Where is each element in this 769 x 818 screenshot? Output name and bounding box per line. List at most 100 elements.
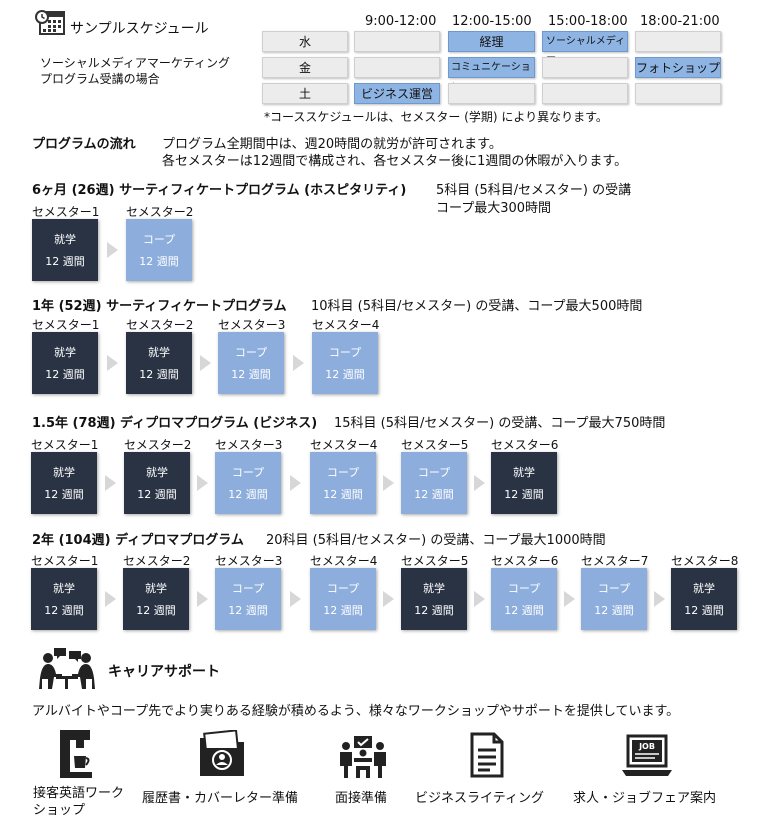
semester-type: コープ <box>231 582 265 595</box>
day-cell-wed: 水 <box>262 31 348 52</box>
career-item-label: 面接準備 <box>335 791 388 806</box>
time-header-2: 12:00-15:00 <box>452 14 532 29</box>
semester-coop-box: コープ 12 週間 <box>312 332 378 394</box>
career-support-icon <box>36 648 98 690</box>
semester-type: コープ <box>234 346 268 359</box>
semester-arrow-icon <box>383 591 394 607</box>
interview-icon <box>340 736 386 778</box>
semester-arrow-icon <box>197 475 208 491</box>
semester-label: セメスター2 <box>126 205 194 219</box>
semester-type: コープ <box>328 346 362 359</box>
semester-arrow-icon <box>290 475 301 491</box>
semester-type: コープ <box>231 466 265 479</box>
schedule-cell <box>635 83 721 104</box>
semester-arrow-icon <box>292 355 304 371</box>
semester-arrow-icon <box>196 591 208 607</box>
semester-label: セメスター3 <box>215 554 283 568</box>
day-cell-sat: 土 <box>262 83 348 104</box>
day-cell-fri: 金 <box>262 57 348 78</box>
semester-arrow-icon <box>106 355 118 371</box>
job-screen-text: JOB <box>638 742 655 751</box>
semester-label: セメスター2 <box>124 438 192 452</box>
program-desc: 10科目 (5科目/セメスター) の受講、コープ最大500時間 <box>311 299 643 314</box>
calendar-clock-icon <box>34 8 66 36</box>
semester-label: セメスター1 <box>32 205 100 219</box>
semester-label: セメスター3 <box>218 318 286 332</box>
semester-label: セメスター3 <box>215 438 283 452</box>
semester-label: セメスター2 <box>123 554 191 568</box>
schedule-cell <box>354 57 440 78</box>
semester-coop-box: コープ 12 週間 <box>218 332 284 394</box>
career-description: アルバイトやコープ先でより実りある経験が積めるよう、様々なワークショップやサポー… <box>32 704 680 719</box>
flow-line1: プログラム全期間中は、週20時間の就労が許可されます。 <box>162 137 502 152</box>
semester-weeks: 12 週間 <box>136 604 176 617</box>
semester-weeks: 12 週間 <box>44 604 84 617</box>
career-item-label: 履歴書・カバーレター準備 <box>142 791 299 806</box>
semester-weeks: 12 週間 <box>323 604 363 617</box>
semester-type: コープ <box>142 233 176 246</box>
semester-weeks: 12 週間 <box>504 488 544 501</box>
schedule-subtitle-line2: プログラム受講の場合 <box>40 72 160 86</box>
semester-weeks: 12 週間 <box>594 604 634 617</box>
semester-study-box: 就学 12 週間 <box>32 332 98 394</box>
semester-coop-box: コープ 12 週間 <box>310 452 376 514</box>
program-desc: 5科目 (5科目/セメスター) の受講 <box>436 183 632 198</box>
schedule-cell <box>635 31 721 52</box>
semester-arrow-icon <box>473 475 485 491</box>
semester-weeks: 12 週間 <box>414 488 454 501</box>
semester-label: セメスター1 <box>32 318 100 332</box>
semester-type: 就学 <box>54 233 76 246</box>
schedule-cell <box>354 31 440 52</box>
schedule-subtitle-line1: ソーシャルメディアマーケティング <box>40 56 230 70</box>
semester-arrow-icon <box>199 355 211 371</box>
semester-label: セメスター1 <box>31 554 99 568</box>
schedule-class-cell: フォトショップ <box>635 57 721 78</box>
semester-type: 就学 <box>53 466 75 479</box>
career-item-label: ショップ <box>33 803 86 818</box>
semester-type: 就学 <box>54 346 76 359</box>
semester-weeks: 12 週間 <box>45 368 85 381</box>
flow-heading: プログラムの流れ <box>32 137 136 152</box>
semester-type: 就学 <box>693 582 715 595</box>
program-title: 1年 (52週) サーティフィケートプログラム <box>32 299 287 314</box>
time-header-4: 18:00-21:00 <box>640 14 720 29</box>
schedule-cell <box>542 83 628 104</box>
semester-arrow-icon <box>104 591 116 607</box>
semester-label: セメスター4 <box>312 318 380 332</box>
semester-arrow-icon <box>106 242 118 258</box>
schedule-class-cell: ソーシャルメディア <box>542 31 628 67</box>
semester-weeks: 12 週間 <box>325 368 365 381</box>
semester-weeks: 12 週間 <box>684 604 724 617</box>
semester-coop-box: コープ 12 週間 <box>581 568 647 630</box>
semester-arrow-icon <box>290 591 301 607</box>
semester-type: コープ <box>326 466 360 479</box>
semester-arrow-icon <box>563 591 575 607</box>
program-title: 6ヶ月 (26週) サーティフィケートプログラム (ホスピタリティ) <box>32 183 407 198</box>
semester-type: 就学 <box>148 346 170 359</box>
schedule-cell <box>542 57 628 78</box>
semester-type: コープ <box>507 582 541 595</box>
semester-weeks: 12 週間 <box>323 488 363 501</box>
semester-type: コープ <box>597 582 631 595</box>
semester-weeks: 12 週間 <box>231 368 271 381</box>
schedule-class-cell: 経理 <box>448 31 535 52</box>
career-heading: キャリアサポート <box>108 664 220 680</box>
semester-arrow-icon <box>653 591 665 607</box>
semester-arrow-icon <box>473 591 485 607</box>
program-title: 2年 (104週) ディプロマプログラム <box>32 533 244 548</box>
semester-type: 就学 <box>423 582 445 595</box>
semester-label: セメスター7 <box>581 554 649 568</box>
semester-label: セメスター4 <box>310 554 378 568</box>
semester-label: セメスター5 <box>401 438 469 452</box>
